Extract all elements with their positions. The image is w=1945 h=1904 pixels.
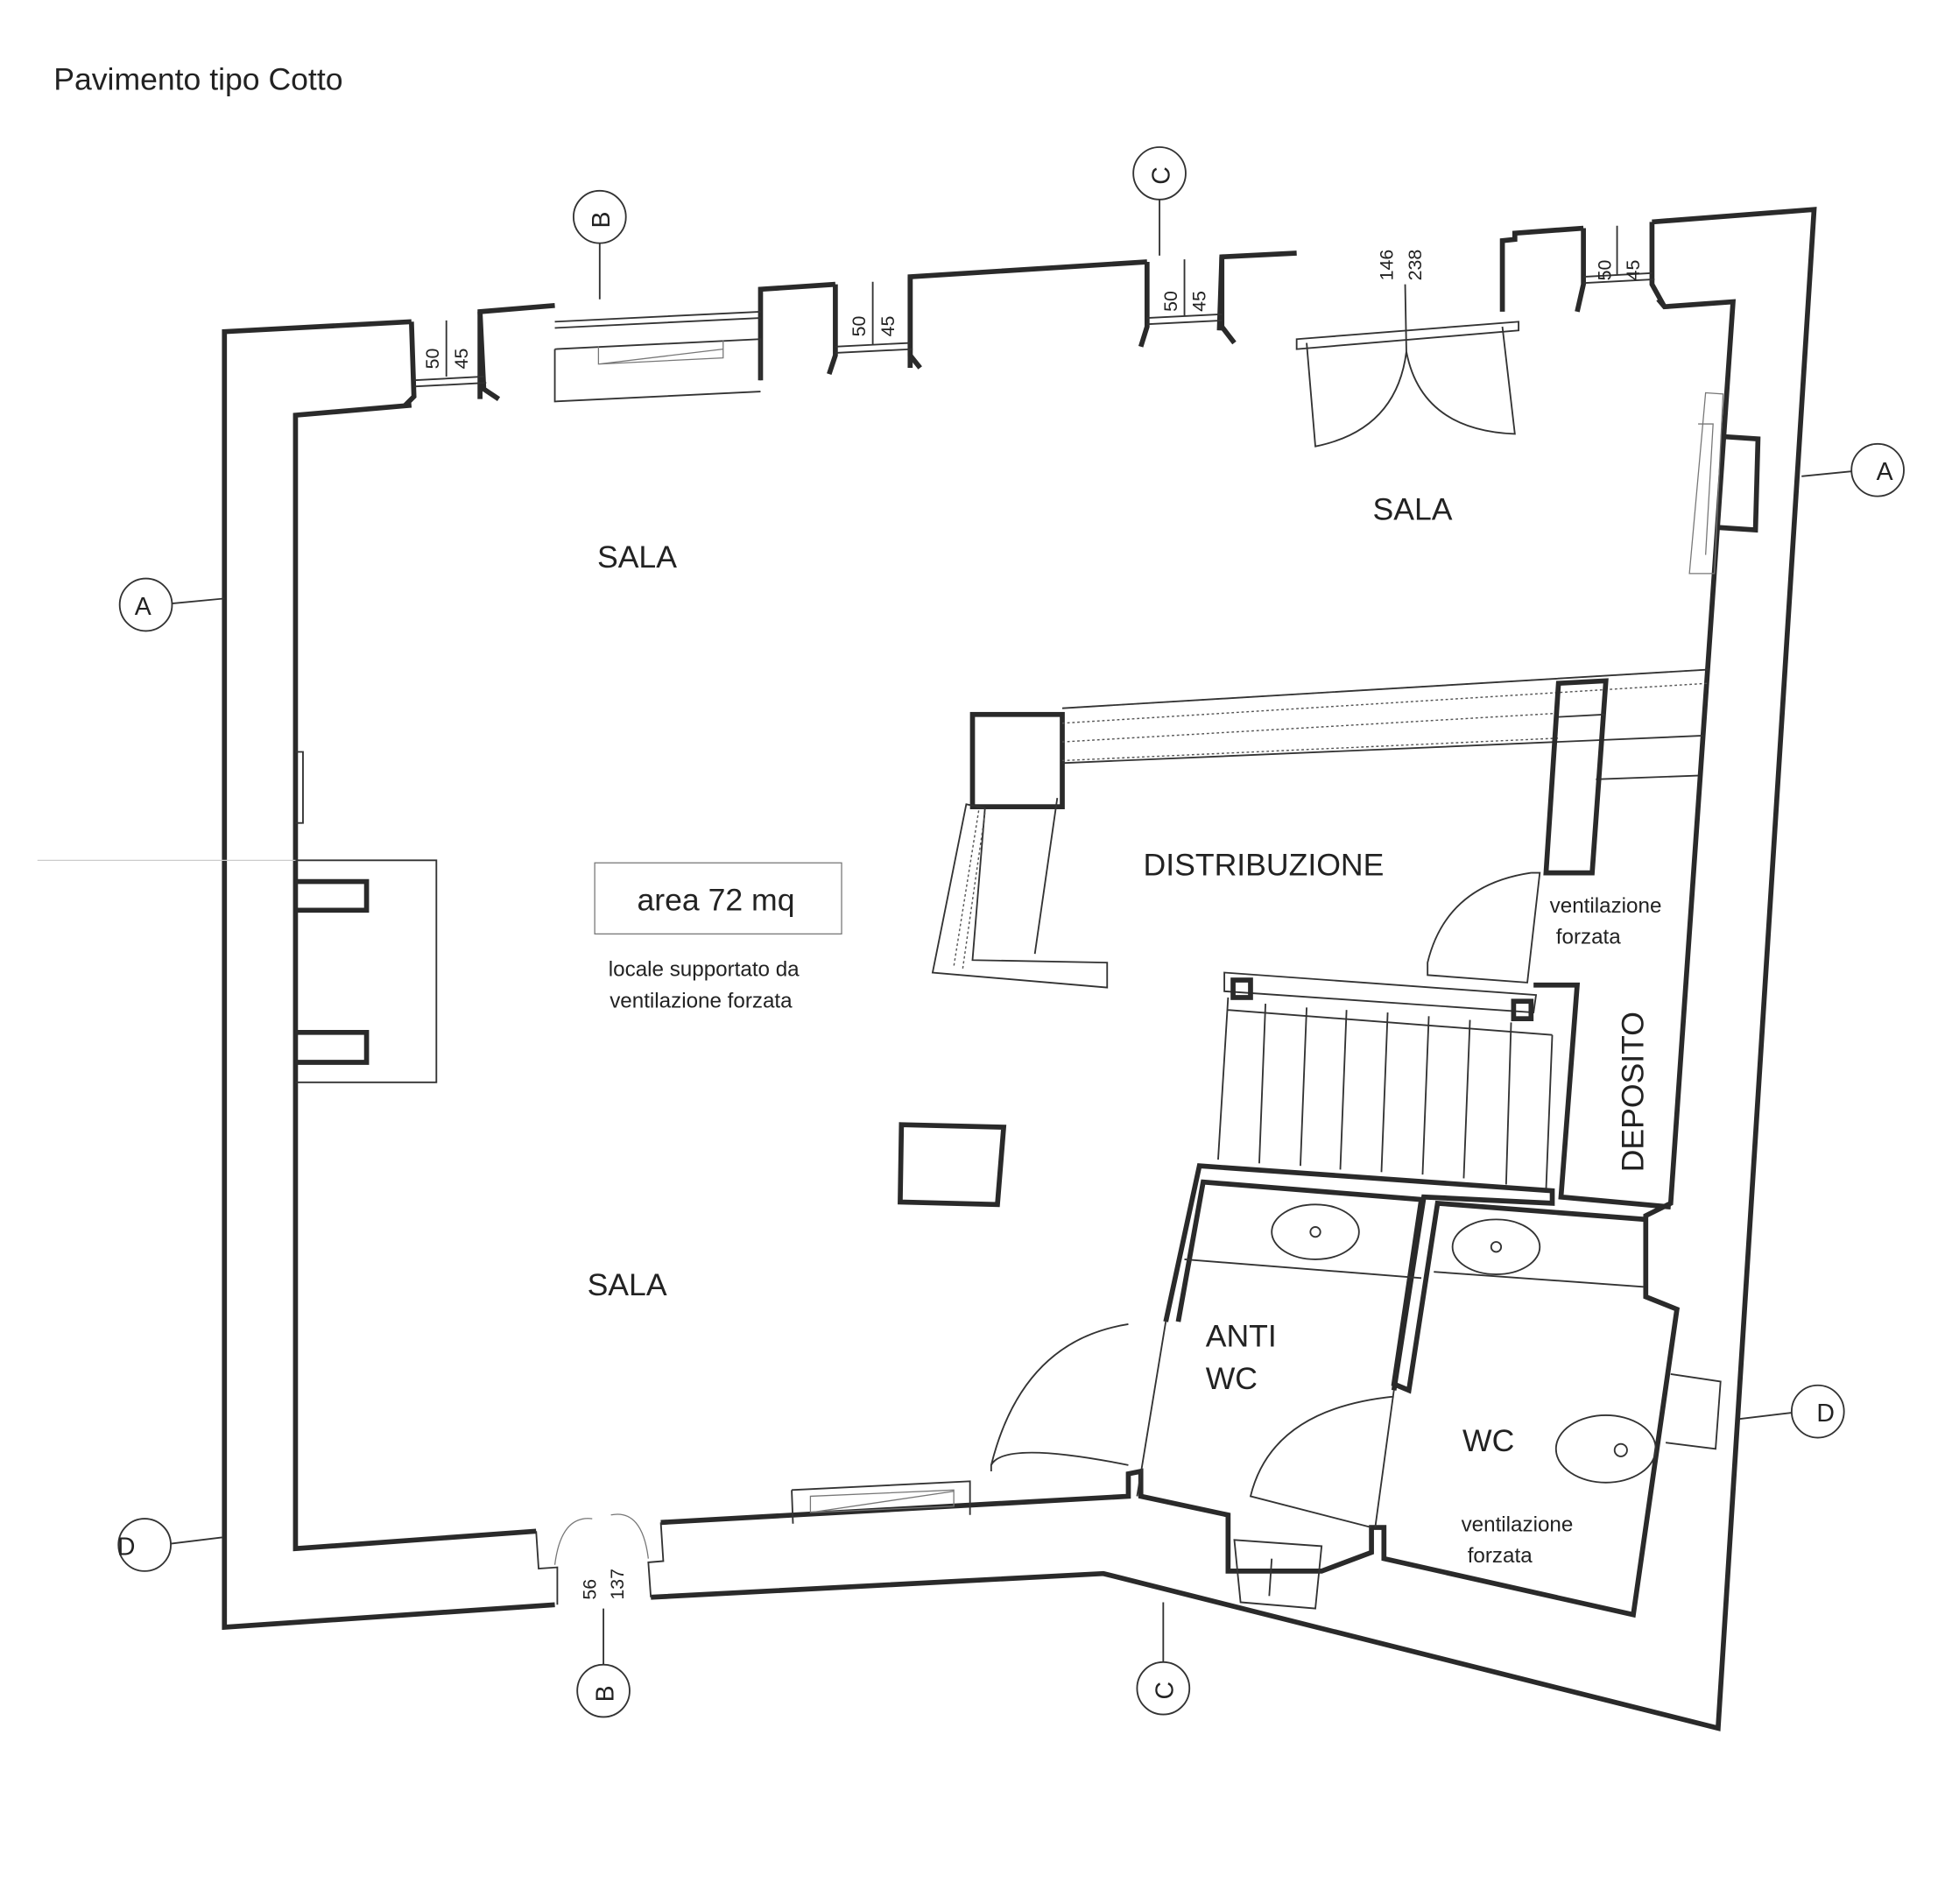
room-label-anti-wc-2: WC [1206,1361,1258,1396]
area-box [594,862,842,934]
bottom-door-dim-a: 56 [580,1579,601,1600]
bottom-door-dim-b: 137 [607,1569,628,1600]
marker-b-top: B [588,212,616,229]
marker-d-right: D [1816,1400,1835,1428]
main-door-dim-a: 146 [1376,250,1397,281]
sala-note-line2: ventilazione forzata [610,989,793,1012]
window-2-dim-a: 50 [849,316,870,337]
window-4-dim-a: 50 [1594,259,1615,280]
plan-title: Pavimento tipo Cotto [53,62,342,97]
staircase [1217,971,1672,1209]
window-1-dim-b: 45 [451,349,472,370]
marker-d-left: D [117,1533,136,1561]
dist-note-line2: forzata [1556,926,1621,949]
main-double-door [1295,284,1520,448]
window-3-dim-b: 45 [1189,291,1210,312]
section-markers [117,146,1905,1718]
marker-c-top: C [1147,166,1175,185]
left-wall-features [37,751,438,1083]
room-label-sala-top-left: SALA [597,539,677,575]
windows [403,222,1667,407]
window-3-dim-a: 50 [1160,291,1181,312]
structures [898,668,1709,1208]
window-1-dim-a: 50 [422,349,443,370]
room-label-wc: WC [1462,1423,1514,1458]
room-label-sala-bottom: SALA [588,1267,667,1302]
wc-note-line1: ventilazione [1462,1513,1574,1536]
main-door-dim-b: 238 [1405,250,1426,281]
marker-b-bottom: B [591,1685,619,1702]
wc-note-line2: forzata [1468,1544,1533,1568]
marker-a-right: A [1877,458,1893,486]
bathrooms [535,1163,1722,1610]
room-label-deposito: DEPOSITO [1615,1012,1650,1172]
marker-a-left: A [135,593,152,621]
marker-c-bottom: C [1152,1682,1180,1700]
window-4-dim-b: 45 [1623,260,1644,281]
right-wall-niche [1688,391,1761,575]
room-label-sala-top-right: SALA [1373,492,1453,527]
room-label-distribuzione: DISTRIBUZIONE [1144,847,1385,882]
area-label: area 72 mq [638,882,795,917]
dist-note-line1: ventilazione [1550,894,1662,918]
room-label-anti-wc-1: ANTI [1206,1319,1277,1354]
sala-note-line1: locale supportato da [609,958,800,982]
window-2-dim-b: 45 [877,316,899,337]
exterior-walls [222,207,1817,1731]
